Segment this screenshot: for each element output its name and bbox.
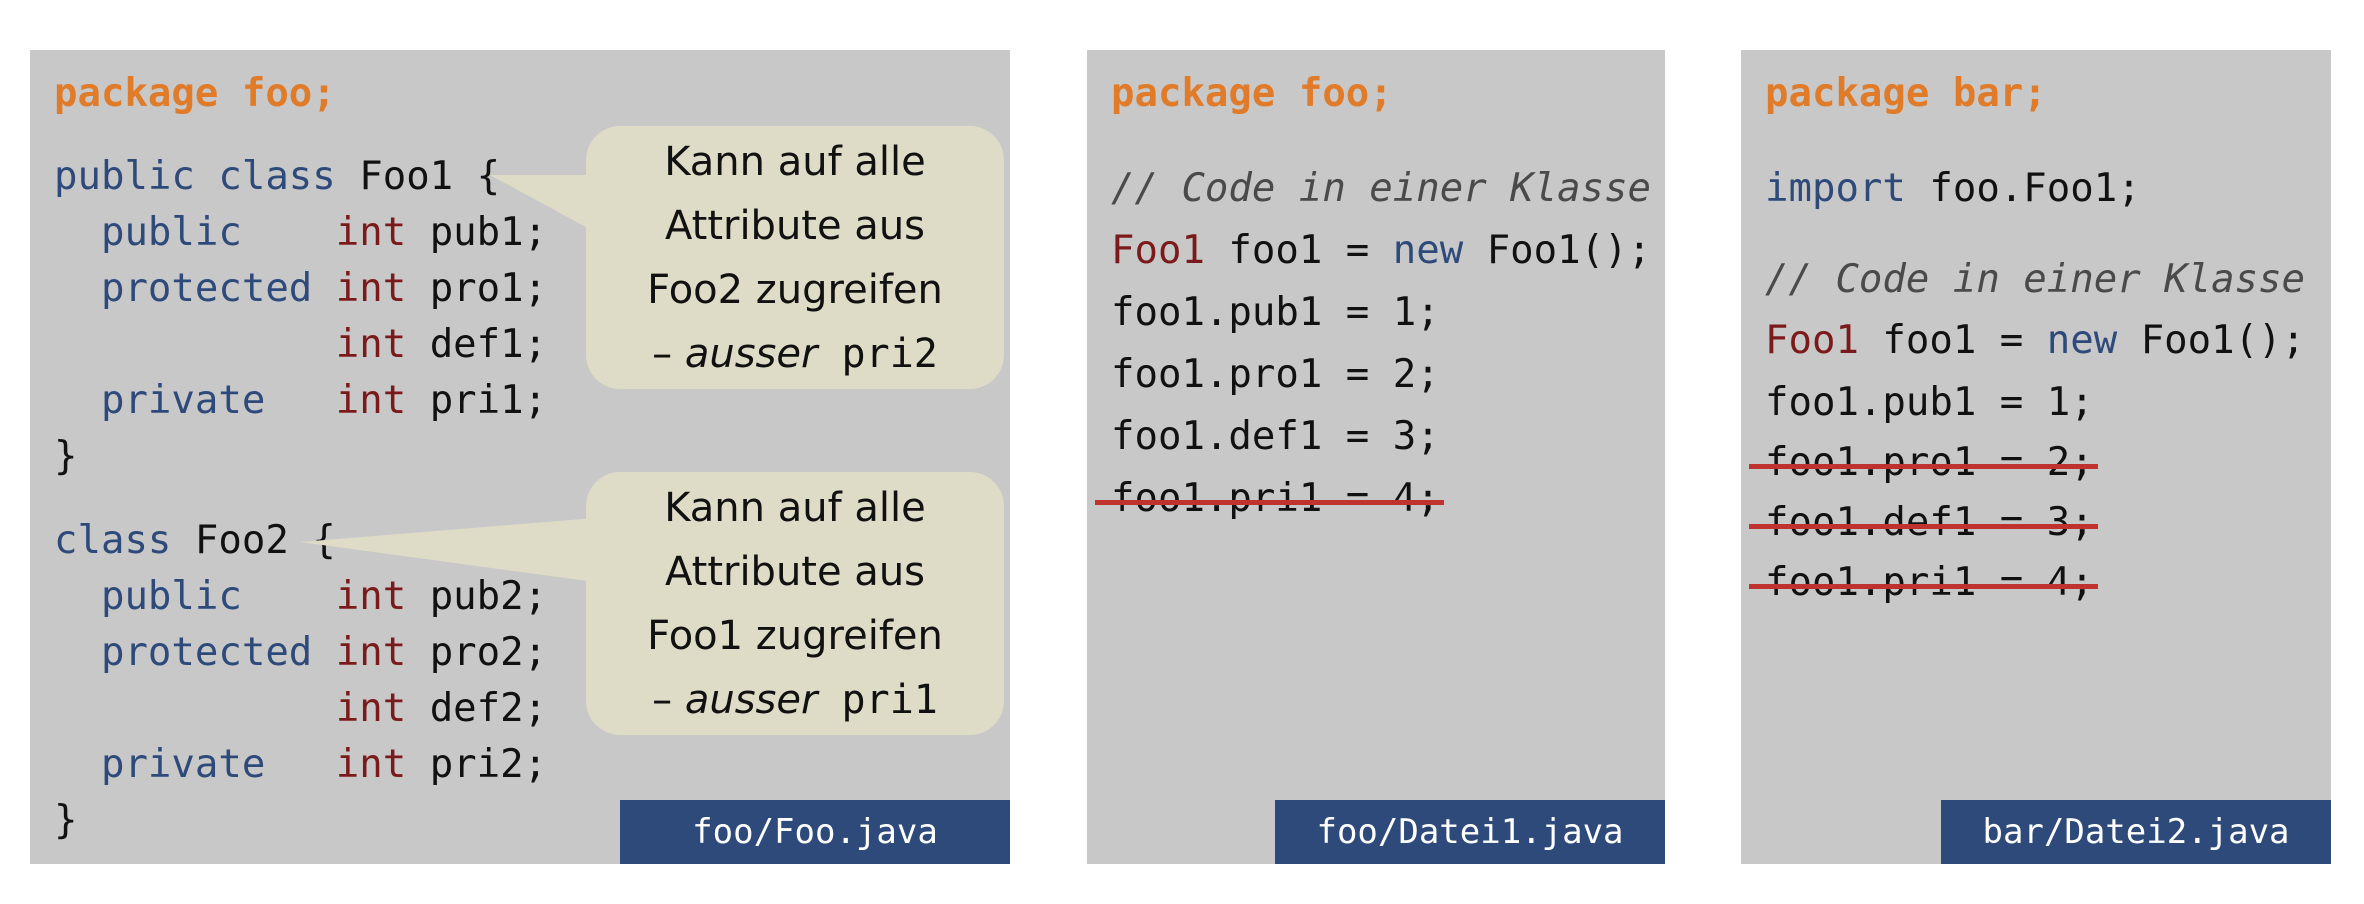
panel-bar-datei2: package bar; import foo.Foo1; // Code in… bbox=[1741, 50, 2331, 864]
code-line: class Foo2 { bbox=[54, 518, 336, 563]
callout-foo1-access: Kann auf alle Attribute aus Foo2 zugreif… bbox=[586, 126, 1004, 389]
statement-line: foo1.pro1 = 2; bbox=[1111, 352, 1440, 397]
statement-line-forbidden: foo1.def1 = 3; bbox=[1749, 500, 2098, 545]
file-label-datei2: bar/Datei2.java bbox=[1941, 800, 2331, 864]
code-line: protected int pro1; bbox=[54, 266, 548, 311]
comment-line: // Code in einer Klasse bbox=[1111, 166, 1652, 211]
code-line: protected int pro2; bbox=[54, 630, 548, 675]
code-line: } bbox=[54, 434, 78, 479]
code-line: int def2; bbox=[335, 686, 548, 731]
declaration-line: Foo1 foo1 = new Foo1(); bbox=[1765, 318, 2306, 363]
statement-line-forbidden: foo1.pri1 = 4; bbox=[1095, 476, 1444, 521]
statement-line-forbidden: foo1.pri1 = 4; bbox=[1749, 560, 2098, 605]
callout-pointer-1 bbox=[490, 175, 595, 232]
callout-foo2-access: Kann auf alle Attribute aus Foo1 zugreif… bbox=[586, 472, 1004, 735]
file-label-foo-java: foo/Foo.java bbox=[620, 800, 1010, 864]
file-label-datei1: foo/Datei1.java bbox=[1275, 800, 1665, 864]
panel-foo-datei1: package foo; // Code in einer Klasse Foo… bbox=[1087, 50, 1665, 864]
code-line: public class Foo1 { bbox=[54, 154, 501, 199]
panel-foo-java: package foo; public class Foo1 { public … bbox=[30, 50, 1010, 864]
comment-line: // Code in einer Klasse bbox=[1765, 257, 2306, 302]
code-line: public int pub2; bbox=[54, 574, 548, 619]
code-line: } bbox=[54, 798, 78, 843]
package-line: package foo; bbox=[1111, 71, 1393, 116]
code-line: public int pub1; bbox=[54, 210, 548, 255]
statement-line: foo1.pub1 = 1; bbox=[1111, 290, 1440, 335]
callout-pointer bbox=[300, 175, 595, 582]
statement-line-forbidden: foo1.pro1 = 2; bbox=[1749, 440, 2098, 485]
code-line: package foo; bbox=[54, 71, 336, 116]
package-line: package bar; bbox=[1765, 71, 2047, 116]
code-line: private int pri1; bbox=[54, 378, 548, 423]
callout-pointer-2 bbox=[300, 518, 595, 582]
import-line: import foo.Foo1; bbox=[1765, 166, 2141, 211]
code-line: private int pri2; bbox=[54, 742, 548, 787]
statement-line: foo1.pub1 = 1; bbox=[1765, 380, 2094, 425]
statement-line: foo1.def1 = 3; bbox=[1111, 414, 1440, 459]
declaration-line: Foo1 foo1 = new Foo1(); bbox=[1111, 228, 1652, 273]
code-line: int def1; bbox=[335, 322, 548, 367]
